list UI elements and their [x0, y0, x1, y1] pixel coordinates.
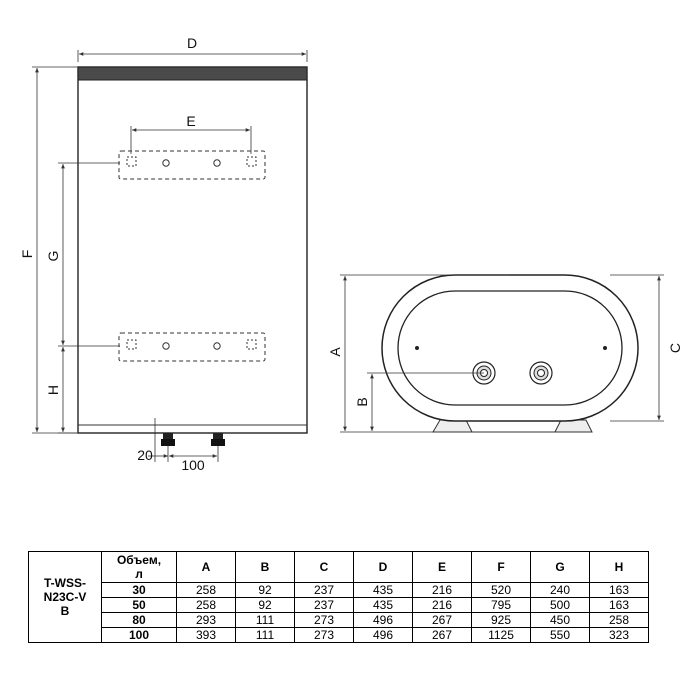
cell-F: 795: [471, 597, 531, 613]
left-foot: [432, 419, 473, 433]
outlet-fitting: [529, 361, 553, 385]
cell-B: 92: [235, 582, 295, 598]
cell-G: 450: [530, 612, 590, 628]
cell-H: 163: [589, 597, 649, 613]
dimension-B: B: [354, 372, 484, 431]
table-row: 80 293 111 273 496 267 925 450 258: [29, 612, 649, 628]
tank-body-front: [77, 66, 308, 434]
volume-cell: 30: [101, 582, 177, 598]
col-header-C: C: [294, 551, 354, 583]
cell-E: 267: [412, 612, 472, 628]
water-pipes: [161, 433, 225, 446]
cell-A: 293: [176, 612, 236, 628]
upper-mounting-bracket: [118, 150, 266, 180]
tank-top-band: [77, 66, 308, 81]
table-row: 50 258 92 237 435 216 795 500 163: [29, 597, 649, 613]
cell-D: 496: [353, 612, 413, 628]
cell-A: 393: [176, 627, 236, 643]
dimension-pipe-offset: 20 100: [137, 418, 219, 473]
dimension-H: H: [45, 347, 78, 434]
cell-F: 520: [471, 582, 531, 598]
cell-C: 273: [294, 612, 354, 628]
dimension-G: G: [45, 162, 120, 347]
col-header-B: B: [235, 551, 295, 583]
cell-D: 435: [353, 597, 413, 613]
side-view: A B C: [327, 274, 683, 433]
cell-G: 500: [530, 597, 590, 613]
label-H: H: [45, 385, 61, 395]
front-view: D E F G H: [19, 35, 308, 473]
dimension-A: A: [327, 274, 510, 433]
label-G: G: [45, 251, 61, 262]
label-20: 20: [137, 447, 153, 463]
tank-inner-shell: [397, 290, 623, 406]
col-header-F: F: [471, 551, 531, 583]
col-header-H: H: [589, 551, 649, 583]
cell-F: 1125: [471, 627, 531, 643]
dimension-E: E: [130, 113, 252, 154]
cell-H: 323: [589, 627, 649, 643]
cell-F: 925: [471, 612, 531, 628]
cell-C: 237: [294, 597, 354, 613]
table-row: 100 393 111 273 496 267 1125 550 323: [29, 627, 649, 643]
cell-G: 240: [530, 582, 590, 598]
col-header-G: G: [530, 551, 590, 583]
volume-cell: 50: [101, 597, 177, 613]
dimension-D: D: [77, 35, 308, 62]
label-C: C: [667, 343, 683, 353]
cell-C: 237: [294, 582, 354, 598]
table-row: 30 258 92 237 435 216 520 240 163: [29, 582, 649, 598]
cell-D: 496: [353, 627, 413, 643]
volume-cell: 80: [101, 612, 177, 628]
lower-mounting-bracket: [118, 332, 266, 362]
col-header-D: D: [353, 551, 413, 583]
cell-B: 111: [235, 627, 295, 643]
tank-outer-shell: [381, 274, 639, 422]
label-100: 100: [181, 457, 205, 473]
cell-E: 267: [412, 627, 472, 643]
cell-D: 435: [353, 582, 413, 598]
cell-E: 216: [412, 597, 472, 613]
cell-E: 216: [412, 582, 472, 598]
cell-A: 258: [176, 582, 236, 598]
label-D: D: [187, 35, 197, 51]
cell-H: 258: [589, 612, 649, 628]
col-header-E: E: [412, 551, 472, 583]
dimension-C: C: [610, 274, 683, 422]
label-F: F: [19, 250, 35, 259]
cell-G: 550: [530, 627, 590, 643]
cell-A: 258: [176, 597, 236, 613]
label-E: E: [186, 113, 195, 129]
cell-B: 92: [235, 597, 295, 613]
right-foot: [554, 419, 593, 433]
dimension-F: F: [19, 66, 78, 434]
volume-cell: 100: [101, 627, 177, 643]
cell-C: 273: [294, 627, 354, 643]
label-B: B: [354, 397, 370, 406]
col-header-A: A: [176, 551, 236, 583]
cell-H: 163: [589, 582, 649, 598]
volume-header: Объем,л: [101, 551, 177, 583]
cell-B: 111: [235, 612, 295, 628]
label-A: A: [327, 347, 343, 357]
